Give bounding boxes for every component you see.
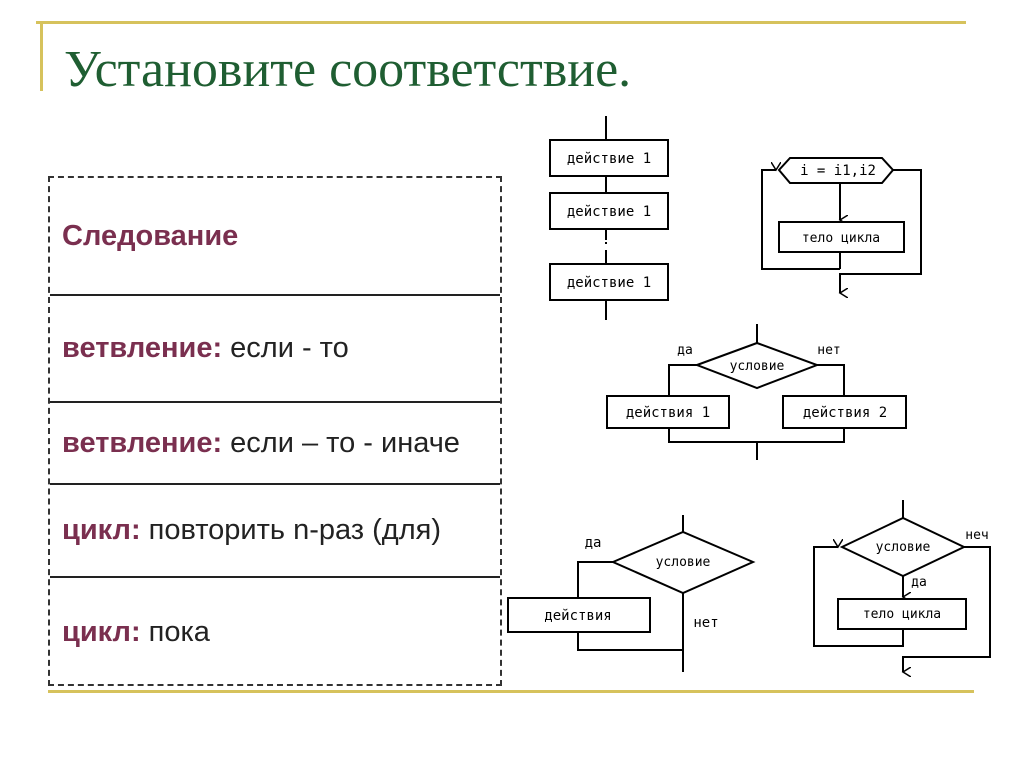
table-row-if-else: ветвление: если – то - иначе bbox=[50, 403, 500, 485]
seq-step-3: действие 1 bbox=[567, 275, 651, 291]
if-then-no-label: нет bbox=[693, 615, 718, 631]
row-keyword: ветвление: bbox=[62, 426, 223, 459]
match-table: Следование ветвление: если - то ветвлени… bbox=[48, 176, 502, 686]
while-loop-condition: условие bbox=[876, 540, 931, 555]
for-loop-diagram bbox=[761, 157, 922, 293]
row-keyword: цикл: bbox=[62, 514, 141, 546]
if-else-diagram bbox=[606, 324, 907, 460]
row-keyword: ветвление: bbox=[62, 332, 223, 364]
left-rule bbox=[40, 21, 43, 91]
table-row-while-loop: цикл: пока bbox=[50, 578, 500, 686]
if-else-no-label: нет bbox=[817, 343, 840, 358]
while-loop-no-label: неч bbox=[965, 528, 988, 543]
sequence-diagram bbox=[549, 116, 669, 320]
row-text: если - то bbox=[230, 332, 349, 364]
while-loop-diagram bbox=[813, 500, 991, 672]
bottom-rule bbox=[48, 690, 974, 693]
table-row-sequence: Следование bbox=[50, 178, 500, 296]
table-row-for-loop: цикл: повторить n-раз (для) bbox=[50, 485, 500, 578]
table-row-if-then: ветвление: если - то bbox=[50, 296, 500, 403]
seq-step-1: действие 1 bbox=[567, 151, 651, 167]
if-else-action-2: действия 2 bbox=[803, 405, 887, 421]
row-text: повторить n-раз (для) bbox=[148, 514, 442, 546]
page-title: Установите соответствие. bbox=[64, 41, 632, 98]
row-keyword: Следование bbox=[62, 219, 239, 252]
if-then-diagram bbox=[507, 515, 756, 672]
row-text: пока bbox=[148, 615, 210, 648]
if-else-yes-label: да bbox=[677, 343, 693, 358]
top-rule bbox=[36, 21, 966, 24]
if-else-action-1: действия 1 bbox=[626, 405, 710, 421]
for-loop-header: i = i1,i2 bbox=[800, 163, 876, 179]
if-else-condition: условие bbox=[730, 359, 785, 374]
row-text: если – то - иначе bbox=[230, 426, 460, 459]
if-then-condition: условие bbox=[656, 555, 711, 570]
for-loop-body: тело цикла bbox=[802, 231, 880, 246]
seq-step-2: действие 1 bbox=[567, 204, 651, 220]
while-loop-yes-label: да bbox=[911, 575, 927, 590]
while-loop-body: тело цикла bbox=[863, 607, 941, 622]
row-keyword: цикл: bbox=[62, 615, 141, 648]
if-then-action: действия bbox=[544, 608, 611, 624]
if-then-yes-label: да bbox=[585, 535, 602, 551]
